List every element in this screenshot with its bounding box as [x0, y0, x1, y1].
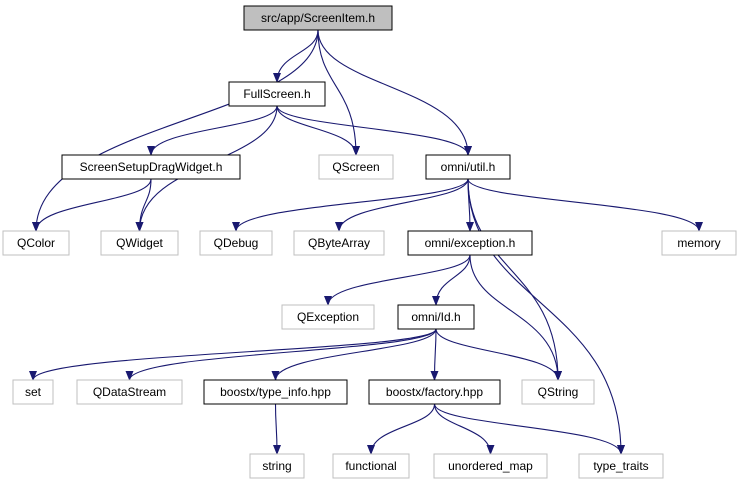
node-box-util [425, 154, 511, 180]
node-typeinfo[interactable]: boostx/type_info.hpp [203, 379, 348, 405]
edge-util-to-qdebug [232, 178, 469, 232]
node-label-qbytearray: QByteArray [308, 236, 370, 250]
node-label-qdatastream: QDataStream [93, 385, 166, 399]
node-label-fullscreen: FullScreen.h [243, 87, 310, 101]
node-qstring[interactable]: QString [521, 379, 595, 405]
edge-id-to-factory [430, 328, 439, 381]
node-exception[interactable]: omni/exception.h [407, 230, 533, 256]
node-type_traits[interactable]: type_traits [578, 453, 664, 479]
node-string[interactable]: string [249, 453, 305, 479]
edge-screenitem-to-util [317, 29, 472, 156]
node-dragwidget[interactable]: ScreenSetupDragWidget.h [61, 154, 241, 180]
nodes-layer: src/app/ScreenItem.hFullScreen.hScreenSe… [2, 5, 737, 479]
node-qbytearray[interactable]: QByteArray [293, 230, 385, 256]
node-box-qcolor [2, 230, 70, 256]
node-label-exception: omni/exception.h [425, 236, 516, 250]
node-box-id [397, 304, 475, 330]
node-label-string: string [262, 459, 291, 473]
node-label-dragwidget: ScreenSetupDragWidget.h [80, 160, 223, 174]
node-box-factory [368, 379, 501, 405]
edge-id-to-qdatastream [125, 328, 437, 381]
node-box-qbytearray [293, 230, 385, 256]
edge-id-to-set [29, 328, 437, 381]
edge-typeinfo-to-string [272, 403, 281, 455]
node-label-qwidget: QWidget [116, 236, 163, 250]
node-box-exception [407, 230, 533, 256]
node-label-util: omni/util.h [441, 160, 496, 174]
edge-util-to-memory [467, 178, 703, 232]
edge-screenitem-to-qscreen [317, 29, 360, 156]
node-label-screenitem: src/app/ScreenItem.h [261, 11, 375, 25]
node-screenitem[interactable]: src/app/ScreenItem.h [243, 5, 393, 31]
node-label-functional: functional [345, 459, 396, 473]
edge-util-to-type_traits [467, 178, 625, 455]
node-qwidget[interactable]: QWidget [100, 230, 179, 256]
edge-id-to-qstring [435, 328, 562, 381]
node-box-unordered_map [433, 453, 548, 479]
edge-fullscreen-to-qscreen [276, 105, 360, 156]
edge-fullscreen-to-util [276, 105, 472, 156]
node-box-functional [332, 453, 410, 479]
node-set[interactable]: set [12, 379, 54, 405]
node-box-qexception [281, 304, 375, 330]
edge-util-to-qbytearray [335, 178, 469, 232]
node-box-qscreen [318, 154, 394, 180]
node-box-qwidget [100, 230, 179, 256]
edge-factory-to-type_traits [433, 403, 625, 455]
node-factory[interactable]: boostx/factory.hpp [368, 379, 501, 405]
node-label-qexception: QException [297, 310, 359, 324]
node-qcolor[interactable]: QColor [2, 230, 70, 256]
node-box-qdatastream [76, 379, 183, 405]
node-label-memory: memory [677, 236, 720, 250]
node-qexception[interactable]: QException [281, 304, 375, 330]
node-box-dragwidget [61, 154, 241, 180]
node-label-unordered_map: unordered_map [448, 459, 533, 473]
node-id[interactable]: omni/Id.h [397, 304, 475, 330]
edge-screenitem-to-fullscreen [273, 29, 319, 83]
node-box-screenitem [243, 5, 393, 31]
edge-fullscreen-to-dragwidget [147, 105, 278, 156]
edge-dragwidget-to-qwidget [135, 178, 152, 232]
node-label-qscreen: QScreen [332, 160, 379, 174]
edge-factory-to-unordered_map [433, 403, 495, 455]
node-box-typeinfo [203, 379, 348, 405]
node-label-factory: boostx/factory.hpp [386, 385, 483, 399]
edge-exception-to-id [432, 254, 471, 306]
node-box-qdebug [199, 230, 273, 256]
node-util[interactable]: omni/util.h [425, 154, 511, 180]
node-fullscreen[interactable]: FullScreen.h [228, 81, 326, 107]
node-unordered_map[interactable]: unordered_map [433, 453, 548, 479]
edge-screenitem-to-qcolor [32, 29, 319, 232]
edge-id-to-typeinfo [271, 328, 437, 381]
edge-util-to-qstring [467, 178, 562, 381]
node-qdatastream[interactable]: QDataStream [76, 379, 183, 405]
node-qdebug[interactable]: QDebug [199, 230, 273, 256]
edge-exception-to-qexception [324, 254, 471, 306]
node-memory[interactable]: memory [661, 230, 737, 256]
node-label-qdebug: QDebug [214, 236, 259, 250]
node-label-id: omni/Id.h [411, 310, 460, 324]
node-box-qstring [521, 379, 595, 405]
node-label-set: set [25, 385, 42, 399]
node-label-qstring: QString [538, 385, 579, 399]
node-qscreen[interactable]: QScreen [318, 154, 394, 180]
node-box-type_traits [578, 453, 664, 479]
node-functional[interactable]: functional [332, 453, 410, 479]
node-box-set [12, 379, 54, 405]
node-box-fullscreen [228, 81, 326, 107]
node-label-qcolor: QColor [17, 236, 55, 250]
node-label-type_traits: type_traits [593, 459, 648, 473]
edge-factory-to-functional [367, 403, 436, 455]
node-label-typeinfo: boostx/type_info.hpp [220, 385, 331, 399]
node-box-string [249, 453, 305, 479]
node-box-memory [661, 230, 737, 256]
edge-exception-to-qstring [469, 254, 562, 381]
edge-dragwidget-to-qcolor [32, 178, 152, 232]
